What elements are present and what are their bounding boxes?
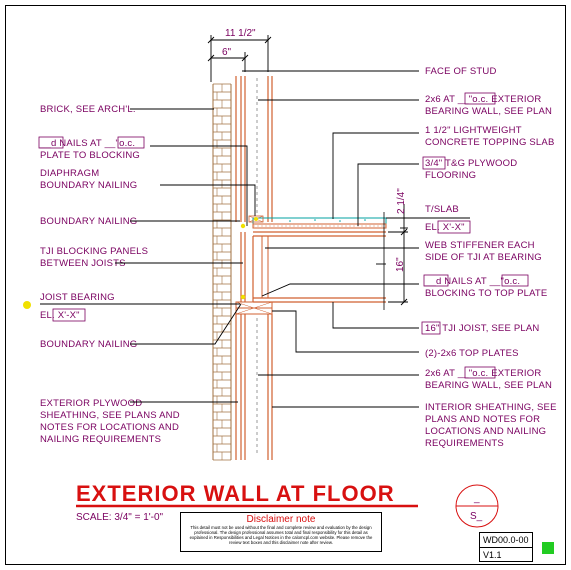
- brick-veneer: [212, 83, 232, 461]
- label-int-sheath-3: LOCATIONS AND NAILING: [425, 426, 546, 437]
- dim-overall: 11 1/2": [225, 28, 256, 39]
- svg-text:BLOCKING TO TOP PLATE: BLOCKING TO TOP PLATE: [425, 288, 547, 299]
- svg-text:1 1/2" LIGHTWEIGHT: 1 1/2" LIGHTWEIGHT: [425, 125, 522, 136]
- label-boundary-nailing-2: BOUNDARY NAILING: [40, 339, 137, 350]
- svg-text:3/4" T&G PLYWOOD: 3/4" T&G PLYWOOD: [425, 158, 517, 169]
- svg-text:EL. X'-X": EL. X'-X": [40, 310, 80, 321]
- label-stiffener-1: WEB STIFFENER EACH: [425, 240, 535, 251]
- bearing-marker-icon: [23, 301, 31, 309]
- label-wall-bottom-1: 2x6 AT __"o.c. EXTERIOR: [425, 368, 541, 379]
- label-face-stud: FACE OF STUD: [425, 66, 497, 77]
- label-tji-joist: 16" TJI JOIST, SEE PLAN: [425, 323, 539, 334]
- label-slab-2: CONCRETE TOPPING SLAB: [425, 137, 555, 148]
- label-stiffener-2: SIDE OF TJI AT BEARING: [425, 252, 542, 263]
- section-marker-bottom: S_: [470, 511, 483, 522]
- svg-text:BOUNDARY NAILING: BOUNDARY NAILING: [40, 180, 137, 191]
- svg-text:BETWEEN JOISTS: BETWEEN JOISTS: [40, 258, 126, 269]
- svg-text:NOTES FOR LOCATIONS AND: NOTES FOR LOCATIONS AND: [40, 422, 179, 433]
- label-wall-bottom-2: BEARING WALL, SEE PLAN: [425, 380, 552, 391]
- svg-text:EXTERIOR PLYWOOD: EXTERIOR PLYWOOD: [40, 398, 142, 409]
- label-ext-ply-3: NOTES FOR LOCATIONS AND: [40, 422, 179, 433]
- label-diaphragm-1: DIAPHRAGM: [40, 168, 99, 179]
- label-wall-top-1: 2x6 AT __"o.c. EXTERIOR: [425, 94, 541, 105]
- dim-topping: 2 1/4": [396, 188, 407, 214]
- label-plywood-1: 3/4" T&G PLYWOOD: [425, 158, 517, 169]
- label-slab-1: 1 1/2" LIGHTWEIGHT: [425, 125, 522, 136]
- label-nails-plate-2: PLATE TO BLOCKING: [40, 150, 140, 161]
- label-tji-blocking-2: BETWEEN JOISTS: [40, 258, 126, 269]
- status-square-icon: [542, 542, 554, 554]
- floor-assembly: [235, 212, 387, 315]
- svg-text:2x6 AT __"o.c. EXTERIOR: 2x6 AT __"o.c. EXTERIOR: [425, 94, 541, 105]
- svg-text:NAILING REQUIREMENTS: NAILING REQUIREMENTS: [40, 434, 161, 445]
- label-tslab-2: EL. X'-X": [425, 222, 465, 233]
- label-nails-plate-1: __d NAILS AT __"o.c.: [39, 138, 135, 149]
- disclaimer-note: Disclaimer note This detail must not be …: [180, 512, 382, 552]
- label-nails-blocking-2: BLOCKING TO TOP PLATE: [425, 288, 547, 299]
- svg-text:SHEATHING, SEE PLANS AND: SHEATHING, SEE PLANS AND: [40, 410, 180, 421]
- label-int-sheath-2: PLANS AND NOTES FOR: [425, 414, 540, 425]
- svg-text:16" TJI JOIST, SEE PLAN: 16" TJI JOIST, SEE PLAN: [425, 323, 539, 334]
- svg-text:JOIST BEARING: JOIST BEARING: [40, 292, 115, 303]
- svg-text:FLOORING: FLOORING: [425, 170, 476, 181]
- drawing-scale: SCALE: 3/4" = 1'-0": [76, 512, 164, 523]
- label-diaphragm-2: BOUNDARY NAILING: [40, 180, 137, 191]
- label-wall-top-2: BEARING WALL, SEE PLAN: [425, 106, 552, 117]
- svg-text:FACE OF STUD: FACE OF STUD: [425, 66, 497, 77]
- svg-text:T/SLAB: T/SLAB: [425, 204, 459, 215]
- dim-joist-depth: 16": [395, 257, 406, 272]
- drawing-frame: [5, 5, 566, 565]
- svg-text:LOCATIONS AND NAILING: LOCATIONS AND NAILING: [425, 426, 546, 437]
- svg-text:SIDE OF TJI AT BEARING: SIDE OF TJI AT BEARING: [425, 252, 542, 263]
- svg-text:BOUNDARY NAILING: BOUNDARY NAILING: [40, 339, 137, 350]
- label-joist-bearing-1: JOIST BEARING: [40, 292, 115, 303]
- disclaimer-text: This detail must not be used without the…: [189, 525, 373, 545]
- svg-text:PLATE TO BLOCKING: PLATE TO BLOCKING: [40, 150, 140, 161]
- svg-text:INTERIOR SHEATHING, SEE: INTERIOR SHEATHING, SEE: [425, 402, 557, 413]
- svg-text:EL. X'-X": EL. X'-X": [425, 222, 465, 233]
- label-ext-ply-4: NAILING REQUIREMENTS: [40, 434, 161, 445]
- label-ext-ply-1: EXTERIOR PLYWOOD: [40, 398, 142, 409]
- label-nails-blocking-1: __d NAILS AT __"o.c.: [424, 276, 520, 287]
- svg-text:BRICK, SEE ARCH'L.: BRICK, SEE ARCH'L.: [40, 104, 136, 115]
- svg-text:TJI BLOCKING PANELS: TJI BLOCKING PANELS: [40, 246, 148, 257]
- label-int-sheath-4: REQUIREMENTS: [425, 438, 504, 449]
- dim-stud: 6": [222, 47, 232, 58]
- svg-text:PLANS AND NOTES FOR: PLANS AND NOTES FOR: [425, 414, 540, 425]
- top-dimensions: 11 1/2" 6": [207, 28, 272, 82]
- svg-text:DIAPHRAGM: DIAPHRAGM: [40, 168, 99, 179]
- drawing-title: EXTERIOR WALL AT FLOOR: [76, 481, 395, 506]
- svg-text:__d NAILS AT __"o.c.: __d NAILS AT __"o.c.: [424, 276, 520, 287]
- upper-stud-wall: [235, 76, 273, 222]
- label-plywood-2: FLOORING: [425, 170, 476, 181]
- label-ext-ply-2: SHEATHING, SEE PLANS AND: [40, 410, 180, 421]
- lower-stud-wall: [235, 314, 273, 460]
- label-int-sheath-1: INTERIOR SHEATHING, SEE: [425, 402, 557, 413]
- svg-text:BEARING WALL, SEE PLAN: BEARING WALL, SEE PLAN: [425, 106, 552, 117]
- title-block: EXTERIOR WALL AT FLOOR SCALE: 3/4" = 1'-…: [76, 481, 499, 528]
- right-annotations: FACE OF STUD 2x6 AT __"o.c. EXTERIOR BEA…: [242, 66, 557, 449]
- disclaimer-title: Disclaimer note: [246, 514, 316, 525]
- svg-text:(2)-2x6 TOP PLATES: (2)-2x6 TOP PLATES: [425, 348, 519, 359]
- svg-text:CONCRETE TOPPING SLAB: CONCRETE TOPPING SLAB: [425, 137, 555, 148]
- label-brick: BRICK, SEE ARCH'L.: [40, 104, 136, 115]
- svg-text:__d NAILS AT __"o.c.: __d NAILS AT __"o.c.: [39, 138, 135, 149]
- label-top-plates: (2)-2x6 TOP PLATES: [425, 348, 519, 359]
- label-tji-blocking-1: TJI BLOCKING PANELS: [40, 246, 148, 257]
- label-boundary-nailing-1: BOUNDARY NAILING: [40, 216, 137, 227]
- svg-text:BEARING WALL, SEE PLAN: BEARING WALL, SEE PLAN: [425, 380, 552, 391]
- section-marker-top: _: [473, 493, 480, 504]
- svg-text:WEB STIFFENER EACH: WEB STIFFENER EACH: [425, 240, 535, 251]
- sheet-version: V1.1: [483, 550, 502, 560]
- svg-text:REQUIREMENTS: REQUIREMENTS: [425, 438, 504, 449]
- label-tslab-1: T/SLAB: [425, 204, 459, 215]
- svg-text:BOUNDARY NAILING: BOUNDARY NAILING: [40, 216, 137, 227]
- right-dimensions: 2 1/4" 16": [376, 188, 408, 306]
- left-annotations: BRICK, SEE ARCH'L. __d NAILS AT __"o.c. …: [23, 104, 256, 445]
- label-joist-bearing-2: EL. X'-X": [40, 310, 80, 321]
- svg-text:2x6 AT __"o.c. EXTERIOR: 2x6 AT __"o.c. EXTERIOR: [425, 368, 541, 379]
- sheet-id: WD00.0-00: [480, 533, 532, 548]
- sheet-number-box: WD00.0-00 V1.1: [479, 532, 533, 562]
